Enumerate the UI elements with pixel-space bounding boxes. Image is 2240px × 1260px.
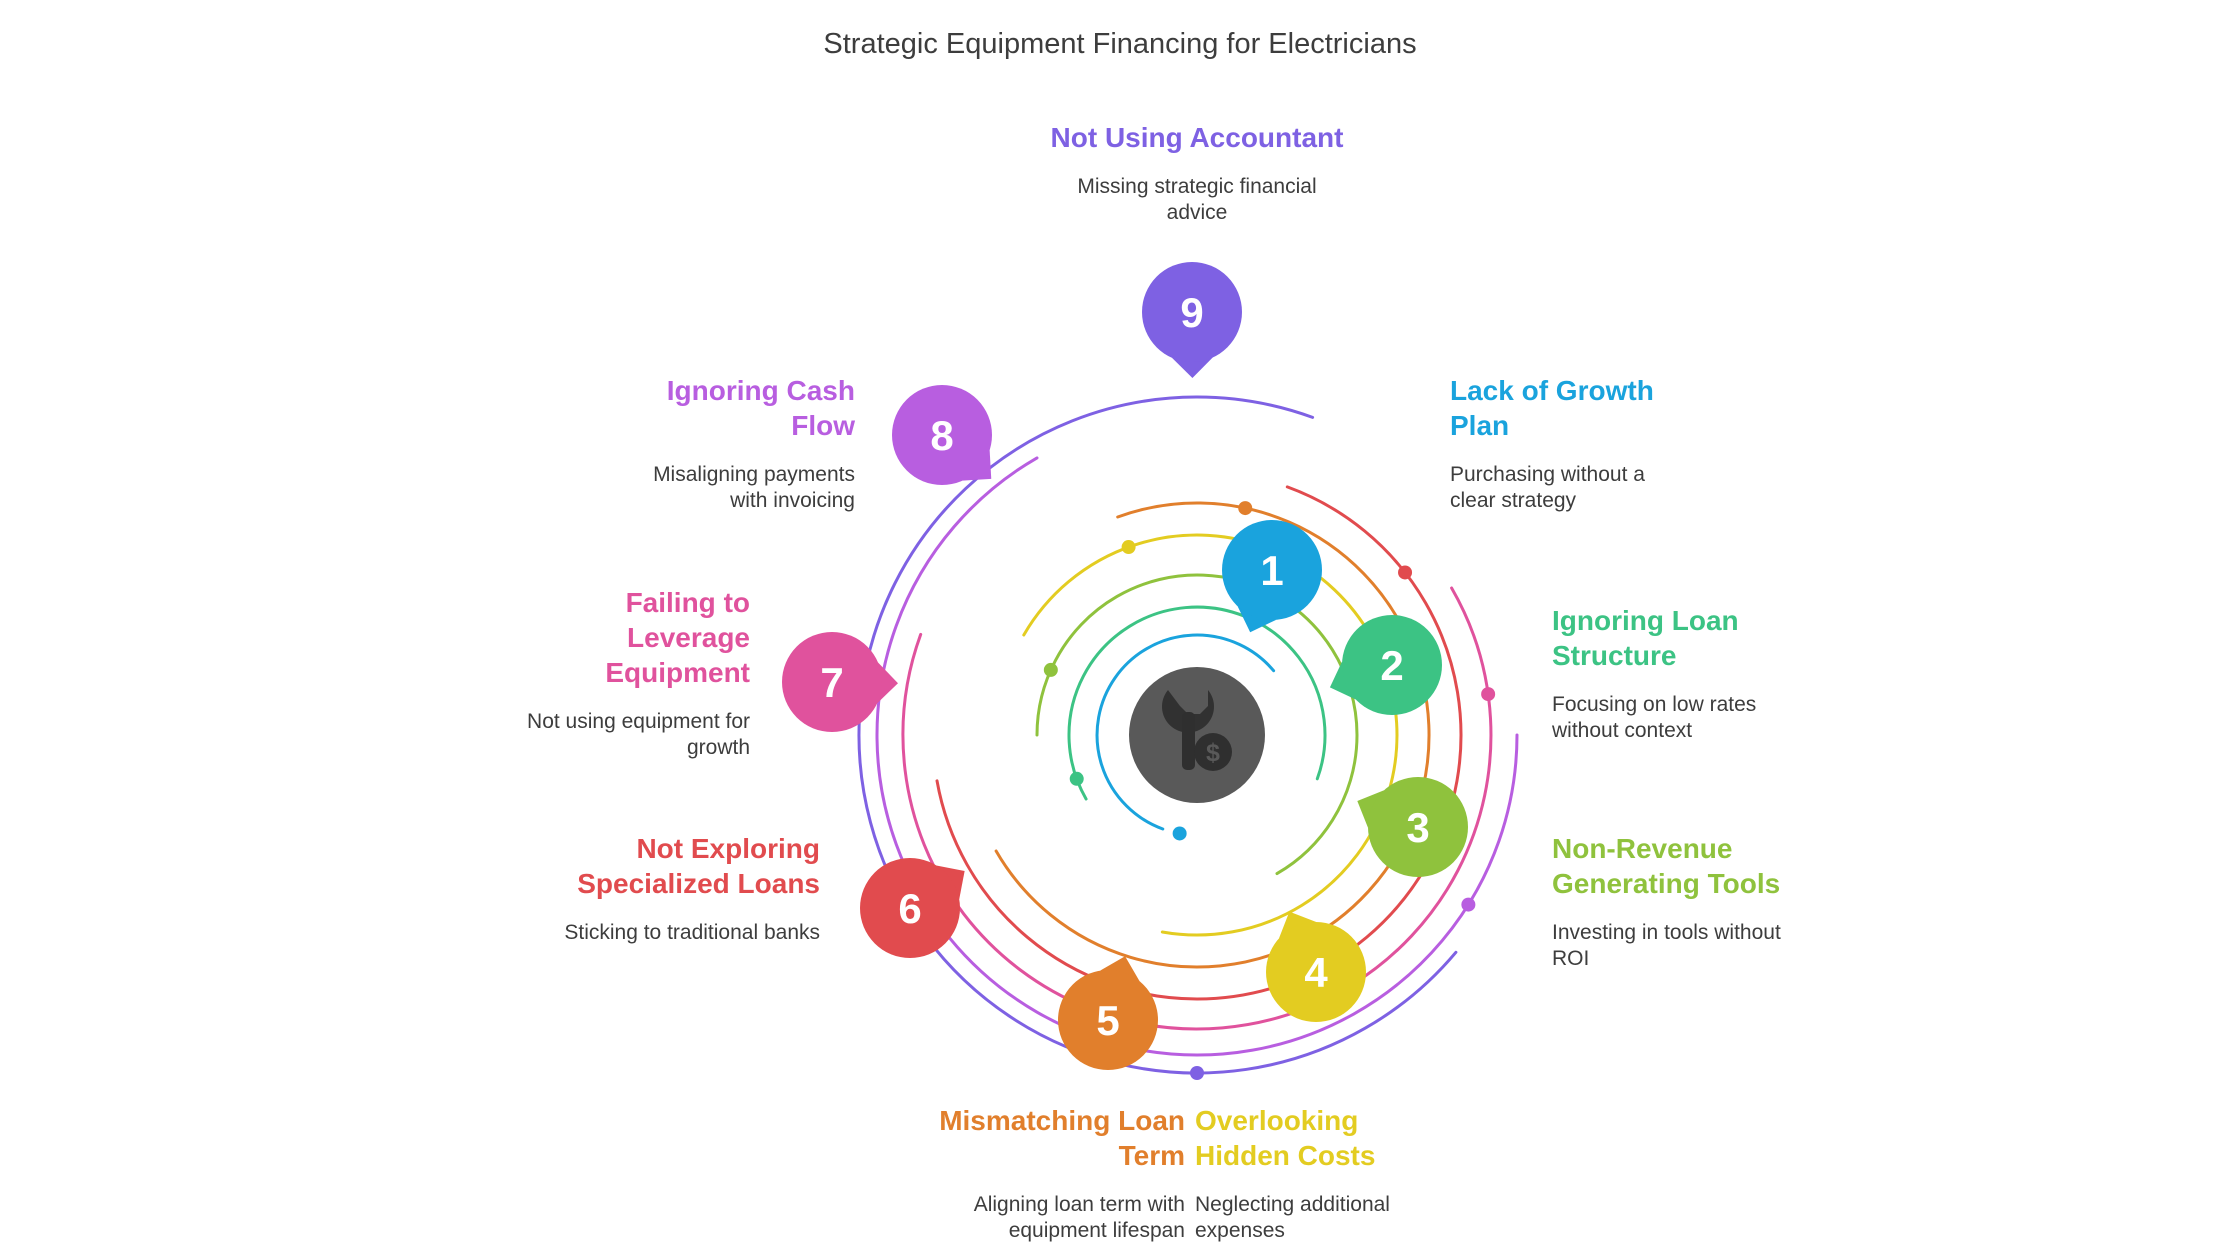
ring-dot-4 [1121,540,1136,555]
number-bubble-7[interactable]: 7 [782,632,898,732]
bubble-number-4: 4 [1304,949,1328,996]
bubble-number-6: 6 [898,885,921,932]
item-title: Lack of Growth Plan [1450,375,1654,441]
ring-dot-5 [1238,501,1253,516]
item-description: Aligning loan term with equipment lifesp… [973,1193,1185,1242]
number-bubble-2[interactable]: 2 [1329,615,1442,715]
number-bubble-6[interactable]: 6 [860,858,965,958]
bubble-pointer-7 [877,662,898,704]
number-bubble-3[interactable]: 3 [1357,777,1468,877]
number-markers: 1 2 3 4 5 6 7 8 9 [782,262,1496,1080]
bubble-circle-5 [1058,970,1158,1070]
item-title: Not Using Accountant [1050,122,1344,153]
number-bubble-4[interactable]: 4 [1266,911,1366,1022]
ring-dot-2 [1069,771,1084,786]
center-hub: $ [1129,667,1265,803]
bubble-number-2: 2 [1380,642,1403,689]
center-circle [1129,667,1265,803]
ring-arc-7 [901,586,1493,1031]
bubble-circle-6 [860,858,960,958]
bubble-circle-1 [1222,520,1322,620]
dollar-glyph: $ [1206,739,1220,767]
wrench-dollar-icon [1162,690,1232,771]
ring-dot-9 [1190,1066,1204,1080]
ring-dot-6 [1398,565,1413,580]
item-title: Ignoring Cash Flow [666,375,855,441]
ring-arc-9 [857,395,1458,1075]
bubble-circle-7 [782,632,882,732]
ring-arc-8 [875,456,1519,1057]
item-description: Investing in tools without ROI [1552,921,1781,970]
item-description: Neglecting additional expenses [1195,1193,1390,1242]
item-description: Not using equipment for growth [527,710,750,759]
bubble-number-9: 9 [1180,289,1203,336]
item-description: Missing strategic financial advice [1077,175,1317,224]
ring-arc-6 [935,485,1463,1001]
bubble-circle-9 [1142,262,1242,362]
ring-dot-7 [1481,687,1496,702]
bubble-number-1: 1 [1260,547,1283,594]
bubble-number-7: 7 [820,659,843,706]
bubble-pointer-9 [1171,357,1213,378]
bubble-circle-4 [1266,922,1366,1022]
bubble-circle-3 [1368,777,1468,877]
item-title: Failing to Leverage Equipment [605,587,750,688]
ring-arc-1 [1095,633,1276,831]
ring-dot-1 [1172,826,1187,841]
item-title: Ignoring Loan Structure [1552,605,1739,671]
item-description: Sticking to traditional banks [564,921,820,944]
bubble-circle-8 [892,385,992,485]
item-description: Misaligning payments with invoicing [653,463,855,512]
number-bubble-8[interactable]: 8 [892,385,992,485]
bubble-number-3: 3 [1406,804,1429,851]
number-bubble-5[interactable]: 5 [1058,956,1158,1070]
number-bubble-1[interactable]: 1 [1222,520,1322,633]
number-bubble-9[interactable]: 9 [1142,262,1242,378]
ring-dot-3 [1043,662,1058,677]
bubble-circle-2 [1342,615,1442,715]
item-description: Purchasing without a clear strategy [1450,463,1645,512]
bubble-number-8: 8 [930,412,953,459]
page-title: Strategic Equipment Financing for Electr… [823,28,1417,60]
bubble-number-5: 5 [1096,997,1119,1044]
item-title: Overlooking Hidden Costs [1195,1105,1376,1171]
item-title: Not Exploring Specialized Loans [577,833,820,899]
item-title: Non-Revenue Generating Tools [1552,833,1781,899]
item-title: Mismatching Loan Term [939,1105,1185,1171]
item-description: Focusing on low rates without context [1552,693,1757,742]
ring-dot-8 [1461,897,1476,912]
ring-arc-2 [1067,605,1327,801]
